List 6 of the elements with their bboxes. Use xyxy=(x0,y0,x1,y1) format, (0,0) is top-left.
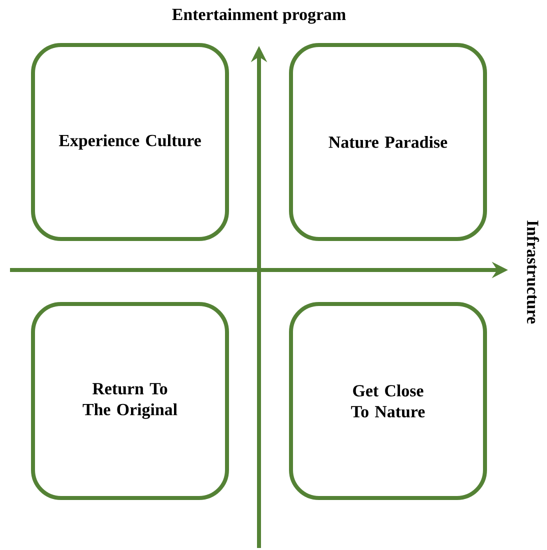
quadrant-box: Nature Paradise xyxy=(289,43,487,241)
quadrant-box: Return To The Original xyxy=(31,302,229,500)
axis-title: Infrastructure xyxy=(526,220,540,324)
quadrant-box: Experience Culture xyxy=(31,43,229,241)
quadrant-box: Get Close To Nature xyxy=(289,302,487,500)
axis-title: Entertainment program xyxy=(172,8,346,24)
